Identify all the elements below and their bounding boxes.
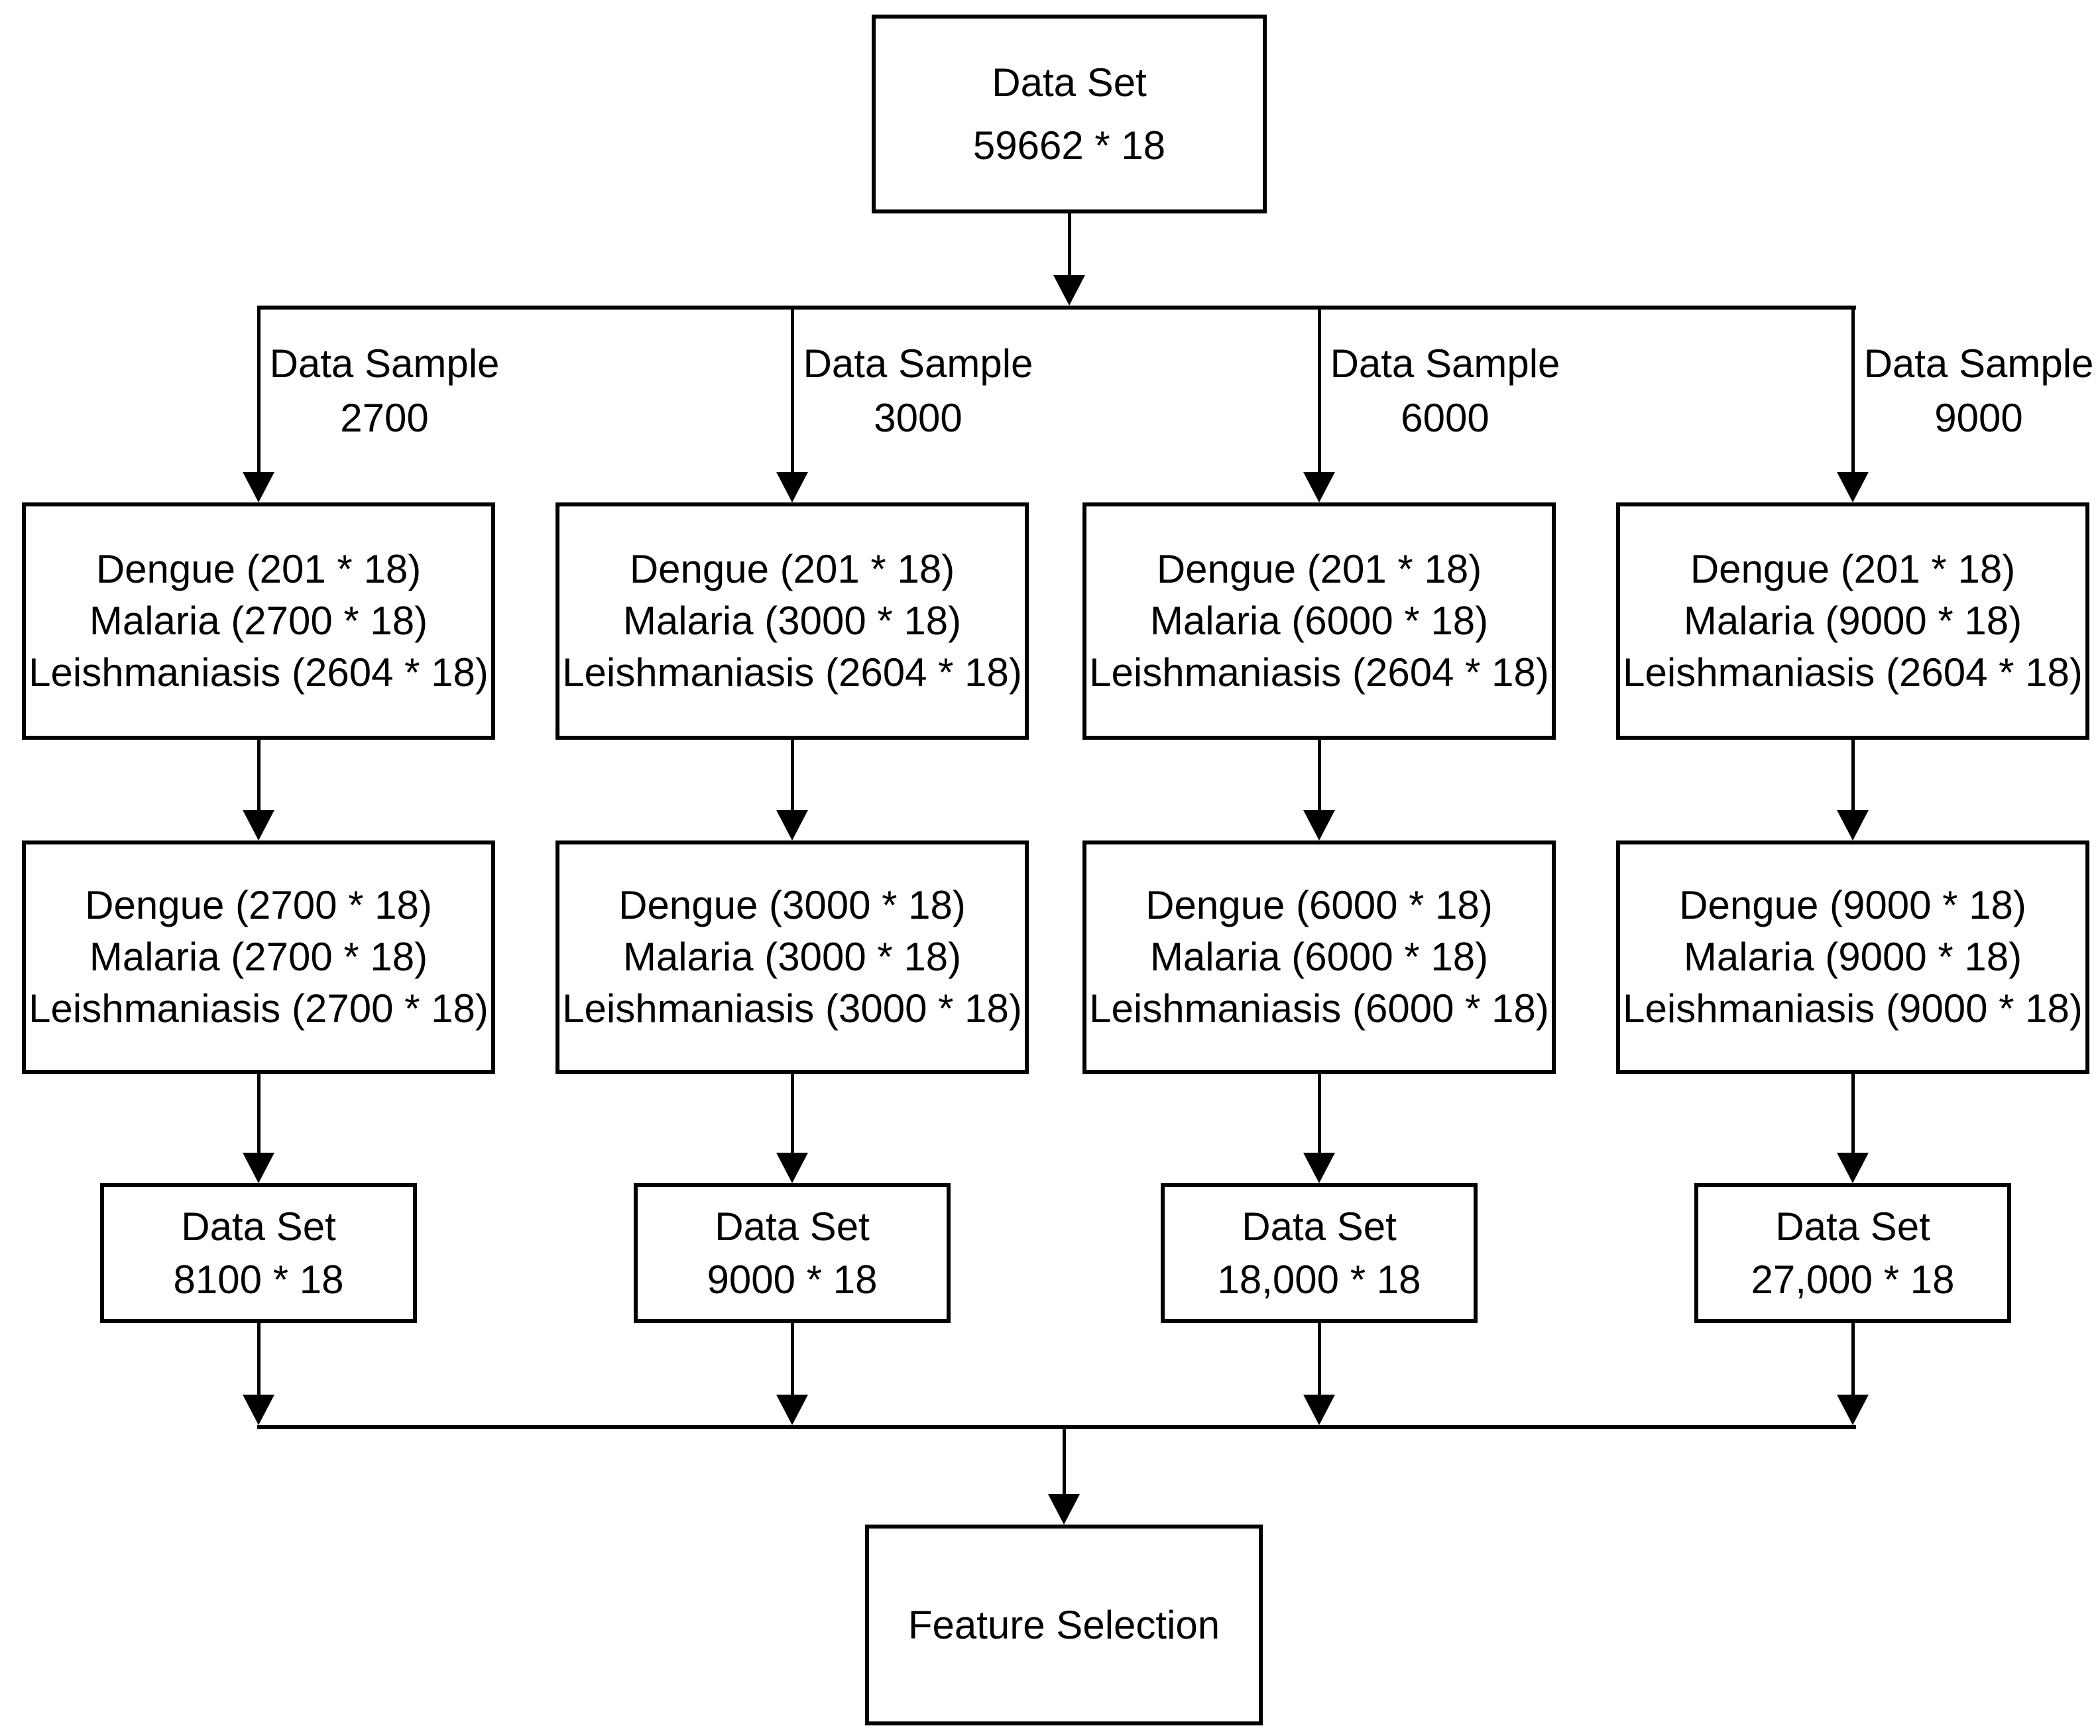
branch-3-dataset-dimensions: 18,000 * 18 xyxy=(1217,1257,1421,1302)
branch-3-balanced-line: Malaria (6000 * 18) xyxy=(1149,935,1489,979)
branch-2-sampled-line: Leishmaniasis (2604 * 18) xyxy=(562,650,1022,695)
root-connector-line xyxy=(1068,213,1071,277)
arrow-down-icon xyxy=(1837,472,1869,502)
branch-2-line xyxy=(791,306,794,475)
branch-2-sampled-box: Dengue (201 * 18) Malaria (3000 * 18) Le… xyxy=(555,502,1029,740)
branch-3-balanced-box: Dengue (6000 * 18) Malaria (6000 * 18) L… xyxy=(1082,840,1556,1074)
branch-3-connector-line xyxy=(1318,740,1321,811)
branch-4-balanced-line: Dengue (9000 * 18) xyxy=(1679,883,2026,927)
root-dataset-title: Data Set xyxy=(992,60,1147,105)
branch-3-sampled-line: Malaria (6000 * 18) xyxy=(1149,599,1489,643)
branch-4-label-text: Data Sample xyxy=(1863,341,2094,386)
branch-1-balanced-line: Malaria (2700 * 18) xyxy=(89,935,428,979)
arrow-down-icon xyxy=(1053,275,1085,306)
arrow-down-icon xyxy=(1303,472,1335,502)
arrow-down-icon xyxy=(776,810,808,840)
branch-3-label-text: Data Sample xyxy=(1330,341,1560,386)
branch-2-dataset-dimensions: 9000 * 18 xyxy=(707,1257,878,1302)
branch-1-sample-size: 2700 xyxy=(340,396,429,440)
arrow-down-icon xyxy=(776,1153,808,1183)
root-dataset-dimensions: 59662 * 18 xyxy=(972,123,1166,168)
branch-4-label: Data Sample 9000 xyxy=(1863,337,2095,445)
branch-3-balanced-line: Leishmaniasis (6000 * 18) xyxy=(1089,986,1549,1031)
arrow-down-icon xyxy=(1837,1395,1869,1425)
root-dataset-box: Data Set 59662 * 18 xyxy=(872,15,1267,213)
branch-2-sample-size: 3000 xyxy=(874,396,962,440)
branch-2-sampled-line: Malaria (3000 * 18) xyxy=(622,599,962,643)
branch-1-label: Data Sample 2700 xyxy=(268,337,500,445)
branch-4-dataset-title: Data Set xyxy=(1775,1204,1930,1249)
branch-2-label: Data Sample 3000 xyxy=(802,337,1034,445)
branch-3-dataset-title: Data Set xyxy=(1242,1204,1397,1249)
branch-1-sampled-line: Malaria (2700 * 18) xyxy=(89,599,428,643)
branch-2-balanced-line: Dengue (3000 * 18) xyxy=(618,883,966,927)
branch-4-sampled-line: Malaria (9000 * 18) xyxy=(1683,599,2022,643)
branch-4-sampled-line: Dengue (201 * 18) xyxy=(1690,547,2016,591)
arrow-down-icon xyxy=(1837,810,1869,840)
arrow-down-icon xyxy=(1303,1395,1335,1425)
arrow-down-icon xyxy=(243,472,274,502)
merge-line xyxy=(257,1425,1856,1429)
branch-3-line xyxy=(1318,306,1321,475)
branch-4-dataset-box: Data Set 27,000 * 18 xyxy=(1694,1183,2011,1323)
branch-2-balanced-line: Malaria (3000 * 18) xyxy=(622,935,962,979)
branch-1-dataset-box: Data Set 8100 * 18 xyxy=(100,1183,417,1323)
branch-1-dataset-title: Data Set xyxy=(181,1204,336,1249)
branch-1-connector-line xyxy=(257,1074,261,1155)
branch-3-sample-size: 6000 xyxy=(1401,396,1489,440)
arrow-down-icon xyxy=(776,472,808,502)
branch-1-dataset-dimensions: 8100 * 18 xyxy=(173,1257,344,1302)
branch-3-connector-line xyxy=(1318,1074,1321,1155)
branch-3-balanced-line: Dengue (6000 * 18) xyxy=(1145,883,1493,927)
branch-1-balanced-box: Dengue (2700 * 18) Malaria (2700 * 18) L… xyxy=(22,840,495,1074)
branch-4-sampled-box: Dengue (201 * 18) Malaria (9000 * 18) Le… xyxy=(1616,502,2089,740)
branch-3-sampled-line: Leishmaniasis (2604 * 18) xyxy=(1089,650,1549,695)
arrow-down-icon xyxy=(1837,1153,1869,1183)
branch-3-sampled-line: Dengue (201 * 18) xyxy=(1156,547,1482,591)
branch-2-balanced-line: Leishmaniasis (3000 * 18) xyxy=(562,986,1022,1031)
branch-2-dataset-box: Data Set 9000 * 18 xyxy=(634,1183,951,1323)
arrow-down-icon xyxy=(243,1395,274,1425)
arrow-down-icon xyxy=(1303,1153,1335,1183)
branch-4-sampled-line: Leishmaniasis (2604 * 18) xyxy=(1623,650,2083,695)
branch-1-label-text: Data Sample xyxy=(269,341,500,386)
branch-1-sampled-line: Leishmaniasis (2604 * 18) xyxy=(29,650,489,695)
arrow-down-icon xyxy=(243,810,274,840)
branch-4-connector-line xyxy=(1851,1323,1855,1397)
branch-4-connector-line xyxy=(1851,1074,1855,1155)
branch-1-connector-line xyxy=(257,740,261,811)
branch-1-connector-line xyxy=(257,1323,261,1397)
feature-selection-box: Feature Selection xyxy=(865,1525,1263,1725)
splitter-line xyxy=(257,306,1856,310)
arrow-down-icon xyxy=(243,1153,274,1183)
branch-4-balanced-line: Malaria (9000 * 18) xyxy=(1683,935,2022,979)
branch-1-balanced-line: Leishmaniasis (2700 * 18) xyxy=(29,986,489,1031)
branch-4-line xyxy=(1851,306,1855,475)
branch-1-balanced-line: Dengue (2700 * 18) xyxy=(85,883,432,927)
branch-3-sampled-box: Dengue (201 * 18) Malaria (6000 * 18) Le… xyxy=(1082,502,1556,740)
branch-4-connector-line xyxy=(1851,740,1855,811)
feature-selection-label: Feature Selection xyxy=(907,1602,1220,1647)
branch-3-label: Data Sample 6000 xyxy=(1329,337,1561,445)
branch-1-sampled-line: Dengue (201 * 18) xyxy=(95,547,422,591)
branch-2-connector-line xyxy=(791,1323,794,1397)
arrow-down-icon xyxy=(776,1395,808,1425)
branch-3-dataset-box: Data Set 18,000 * 18 xyxy=(1161,1183,1478,1323)
branch-4-balanced-line: Leishmaniasis (9000 * 18) xyxy=(1623,986,2083,1031)
branch-4-dataset-dimensions: 27,000 * 18 xyxy=(1751,1257,1955,1302)
branch-3-connector-line xyxy=(1318,1323,1321,1397)
arrow-down-icon xyxy=(1048,1494,1080,1525)
branch-2-dataset-title: Data Set xyxy=(715,1204,870,1249)
arrow-down-icon xyxy=(1303,810,1335,840)
branch-2-connector-line xyxy=(791,1074,794,1155)
branch-2-sampled-line: Dengue (201 * 18) xyxy=(629,547,955,591)
branch-4-balanced-box: Dengue (9000 * 18) Malaria (9000 * 18) L… xyxy=(1616,840,2089,1074)
branch-4-sample-size: 9000 xyxy=(1934,396,2023,440)
branch-2-label-text: Data Sample xyxy=(803,341,1033,386)
branch-2-balanced-box: Dengue (3000 * 18) Malaria (3000 * 18) L… xyxy=(555,840,1029,1074)
branch-1-line xyxy=(257,306,261,475)
merge-connector-line xyxy=(1063,1429,1066,1495)
branch-2-connector-line xyxy=(791,740,794,811)
branch-1-sampled-box: Dengue (201 * 18) Malaria (2700 * 18) Le… xyxy=(22,502,495,740)
